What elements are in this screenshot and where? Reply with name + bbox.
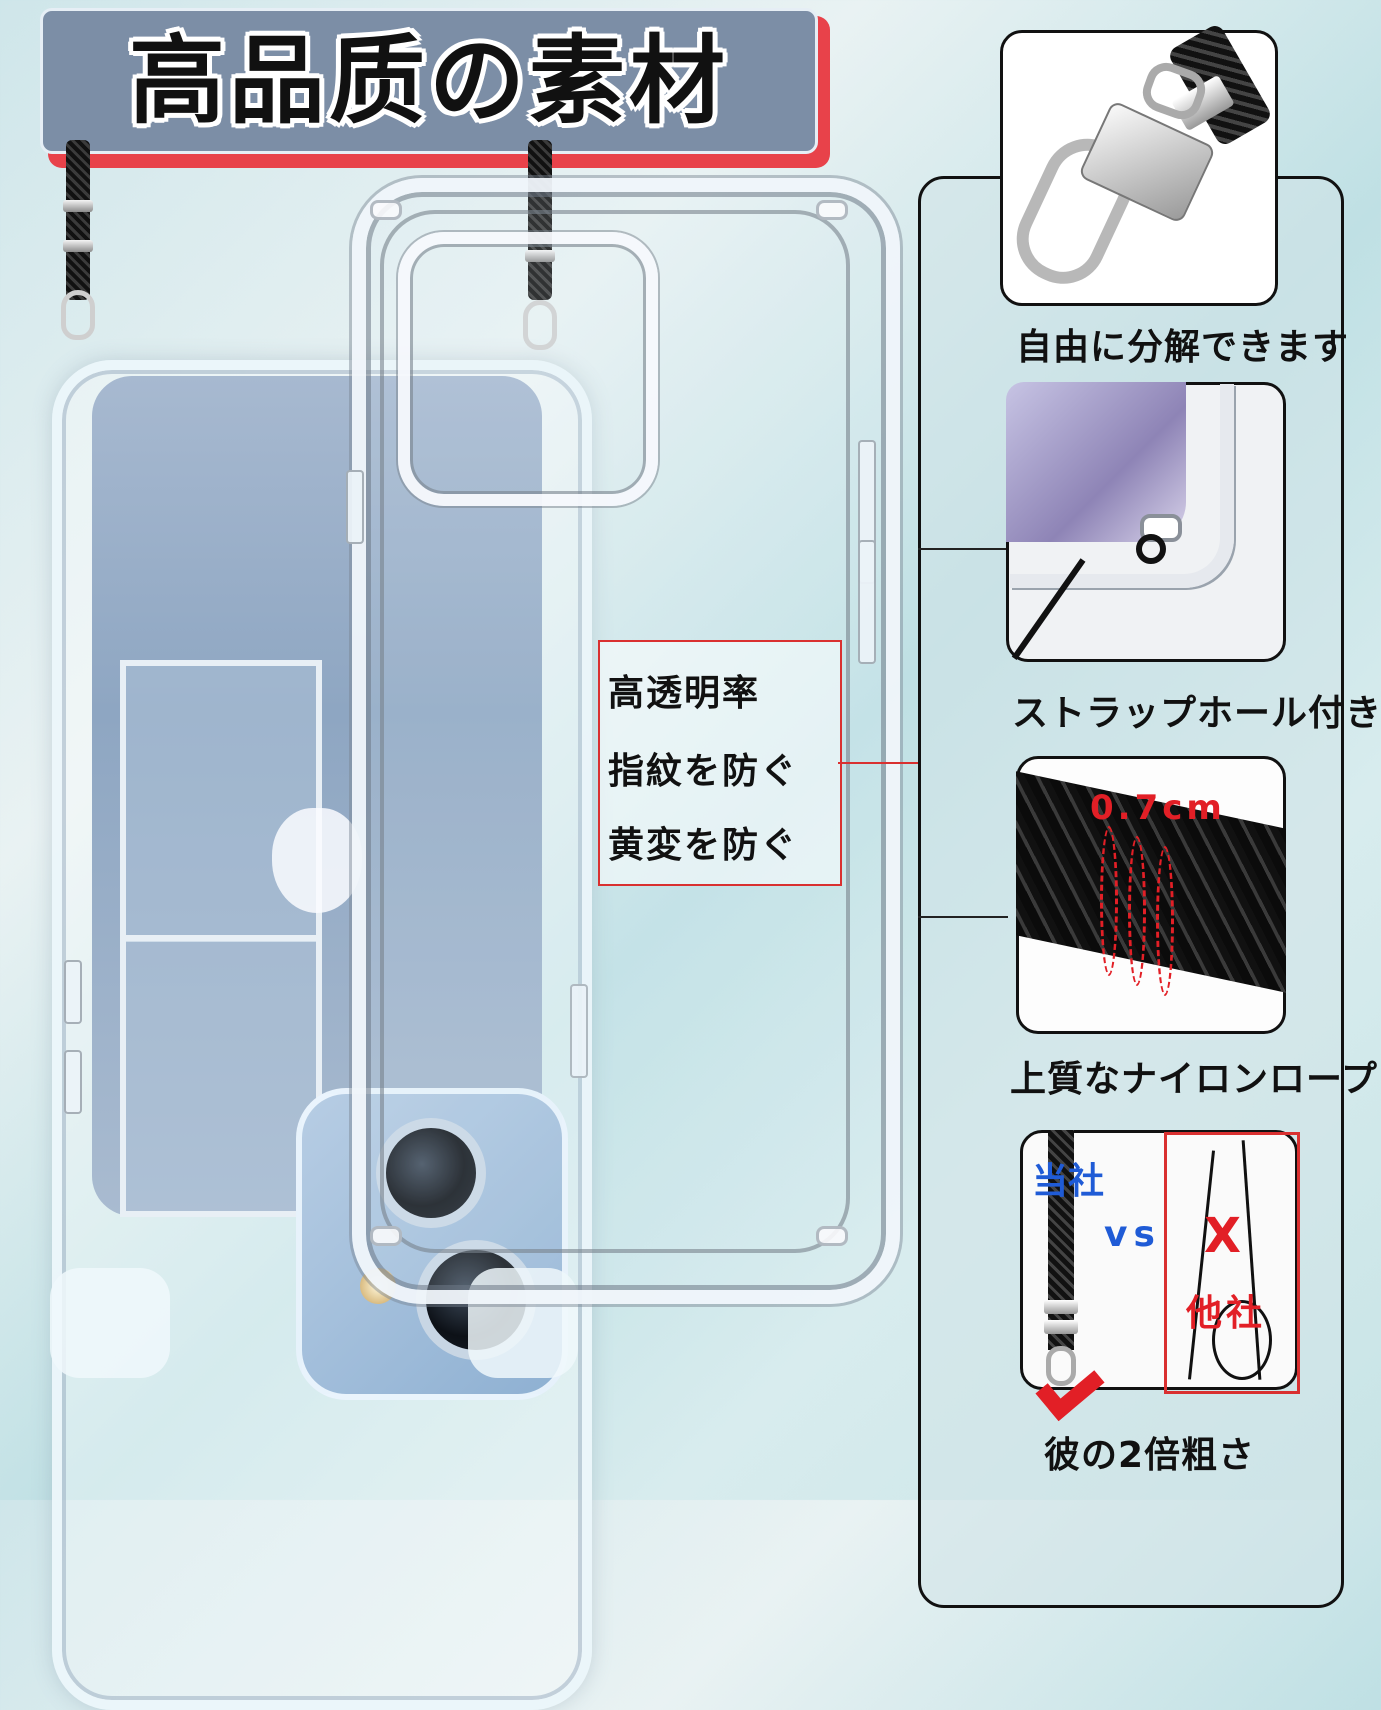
thickness-marker — [1128, 836, 1146, 986]
competitor-frame — [1164, 1132, 1300, 1394]
strap-hook-icon — [523, 300, 557, 350]
versus-label: vs — [1104, 1214, 1161, 1255]
thickness-marker — [1100, 826, 1118, 976]
strap-hole-icon — [816, 1226, 848, 1246]
strap-band — [525, 250, 555, 262]
thickness-marker — [1156, 846, 1174, 996]
side-button — [570, 984, 588, 1078]
right-strap-rope — [528, 140, 552, 300]
case-frame-corner — [1010, 384, 1234, 588]
feature-item: 高透明率 — [608, 673, 761, 714]
title-banner — [40, 8, 818, 154]
rope-thickness-label: 0.7cm — [1090, 788, 1226, 828]
panel-connector-line — [918, 916, 1008, 918]
side-button — [64, 960, 82, 1024]
window-reflection-lower — [120, 935, 322, 1217]
strap-band — [63, 200, 93, 212]
strap-band — [63, 240, 93, 252]
our-company-label: 当社 — [1032, 1161, 1105, 1202]
string-knot-icon — [1136, 534, 1166, 564]
callout-connector-line — [838, 762, 918, 764]
left-strap-rope — [66, 140, 90, 300]
side-button — [64, 1050, 82, 1114]
strap-hole-icon — [370, 200, 402, 220]
phone-case-inner-rim — [380, 210, 850, 1253]
card-caption: 上質なナイロンロープ — [1010, 1059, 1378, 1100]
features-callout — [598, 640, 842, 886]
page-title: 高品质の素材 — [129, 25, 729, 137]
metal-band-icon — [1044, 1300, 1078, 1314]
cross-mark-icon: X — [1204, 1208, 1242, 1264]
card-caption: 彼の2倍粗さ — [1044, 1435, 1256, 1476]
case-corner-bump — [468, 1268, 578, 1378]
strap-hole-icon — [370, 1226, 402, 1246]
side-button — [858, 540, 876, 664]
strap-hook-icon — [1046, 1346, 1076, 1386]
feature-item: 黄変を防ぐ — [608, 825, 799, 866]
thin-cord-loop-icon — [1212, 1300, 1272, 1380]
strap-hole-icon — [816, 200, 848, 220]
metal-band-icon — [1044, 1320, 1078, 1334]
case-camera-cutout — [398, 232, 658, 506]
strap-hook-icon — [61, 290, 95, 340]
side-button — [346, 470, 364, 544]
feature-item: 指紋を防ぐ — [608, 751, 799, 792]
competitor-label: 他社 — [1186, 1293, 1267, 1334]
case-corner-bump — [50, 1268, 170, 1378]
panel-connector-line — [918, 548, 1008, 550]
apple-logo-icon — [272, 808, 362, 913]
card-caption: 自由に分解できます — [1016, 327, 1350, 368]
card-caption: ストラップホール付き — [1012, 693, 1381, 734]
